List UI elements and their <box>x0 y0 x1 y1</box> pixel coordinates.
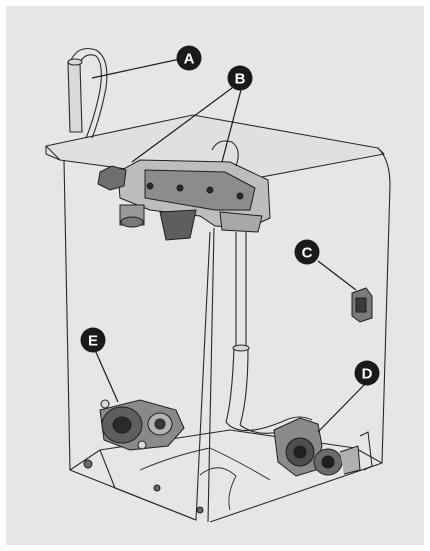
callout-letter: A <box>184 51 195 68</box>
leader-line-b1 <box>131 87 233 163</box>
leader-line-d <box>317 382 367 433</box>
cabinet-right-side <box>209 147 391 523</box>
callout-d: D <box>354 360 380 386</box>
callout-letter: C <box>302 245 313 262</box>
leader-line-b2 <box>221 89 242 163</box>
dispenser-assembly <box>97 140 271 241</box>
pressure-switch <box>351 287 373 323</box>
callout-letter: D <box>362 366 373 383</box>
callout-a: A <box>176 45 202 71</box>
base-cross-brace <box>139 447 271 511</box>
callout-badge <box>227 65 253 91</box>
drain-pump <box>273 417 373 477</box>
leader-lines <box>91 58 367 433</box>
callout-b: B <box>227 65 253 91</box>
callout-e: E <box>80 327 106 353</box>
callout-letter: E <box>88 333 98 350</box>
callout-badge <box>354 360 380 386</box>
callout-badge <box>176 45 202 71</box>
callout-letter: B <box>235 71 246 88</box>
callout-badge <box>294 239 320 265</box>
leader-line-e <box>94 349 119 403</box>
leader-line-a <box>91 58 181 79</box>
cabinet-feet <box>83 459 204 514</box>
callout-c: C <box>294 239 320 265</box>
cabinet-front-edge <box>207 227 215 523</box>
cabinet-top-lip <box>45 146 61 161</box>
drive-motor <box>99 399 185 451</box>
fill-hose-loop <box>67 47 108 139</box>
callout-badge <box>80 327 106 353</box>
leader-line-c <box>317 260 357 291</box>
drain-hose <box>225 232 315 434</box>
cabinet-base <box>69 429 383 521</box>
